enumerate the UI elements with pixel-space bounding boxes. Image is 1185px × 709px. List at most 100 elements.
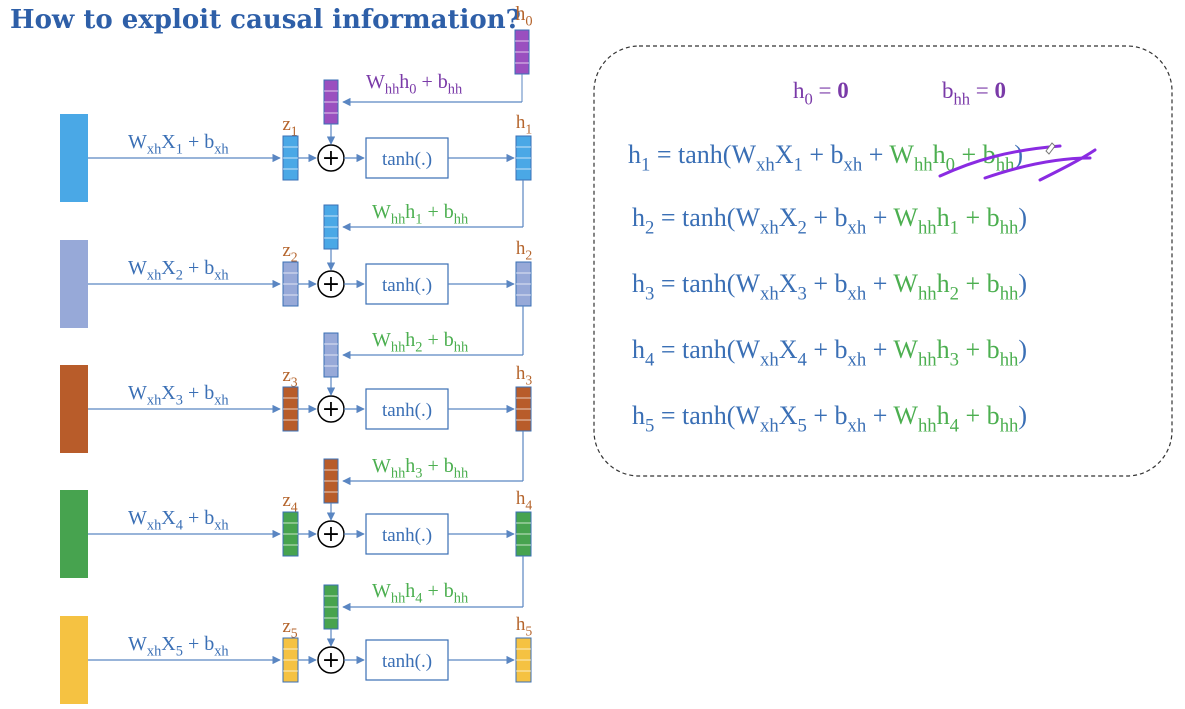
input-label-4: Wxh​X4​ + bxh​ (128, 507, 229, 534)
input-label-2: Wxh​X2​ + bxh​ (128, 257, 229, 284)
subscript: hh (1000, 415, 1019, 436)
text-run: = (813, 78, 837, 103)
feedback-label-h4: Whh​h4​ + bhh​ (372, 580, 468, 607)
h2-vector (515, 261, 532, 307)
z3-vector (282, 386, 299, 432)
tanh-label: tanh(.) (382, 275, 432, 296)
text-run: X (775, 140, 794, 169)
text-run: W (893, 401, 918, 430)
plus-icon: + (322, 272, 340, 297)
text-run: h (405, 580, 415, 602)
subscript: xh (760, 217, 779, 238)
tanh-label: tanh(.) (382, 149, 432, 170)
text-run: h (516, 363, 526, 384)
text-run: b (942, 78, 954, 103)
subscript: xh (214, 268, 228, 284)
subscript: 5 (291, 625, 298, 640)
subscript: hh (918, 415, 937, 436)
h0-vector (514, 29, 530, 75)
subscript: 1 (415, 212, 422, 228)
subscript: 3 (176, 393, 183, 409)
z4-vector (282, 511, 299, 557)
text-run: W (372, 201, 391, 223)
unrolled-rnn: h0​Whh​h0​ + bhh​Wxh​X1​ + bxh​z1​+tanh(… (60, 3, 533, 704)
subscript: 3 (291, 374, 298, 389)
text-run: W (128, 507, 147, 529)
h4-label: h4​ (516, 488, 533, 512)
subscript: hh (385, 82, 399, 98)
plus-icon: + (322, 146, 340, 171)
subscript: 4 (797, 349, 807, 370)
text-run: z (282, 365, 290, 386)
subscript: 2 (950, 283, 959, 304)
subscript: 1 (525, 121, 532, 136)
subscript: hh (918, 283, 937, 304)
subscript: 3 (525, 372, 532, 387)
text-run: h (793, 78, 805, 103)
text-run: X (779, 335, 798, 364)
h4-vector (515, 511, 532, 557)
text-run: + b (183, 507, 214, 529)
text-run: h (937, 269, 950, 298)
subscript: hh (918, 217, 937, 238)
tanh-box (365, 639, 449, 681)
text-run: + b (959, 401, 1000, 430)
plus-icon: + (322, 397, 340, 422)
strike-mark (1038, 148, 1097, 182)
text-run: W (366, 71, 385, 93)
text-run: + b (422, 580, 453, 602)
text-run: + b (807, 335, 848, 364)
tanh-box (365, 388, 449, 430)
subscript: xh (147, 518, 161, 534)
text-run: X (779, 269, 798, 298)
text-run: W (372, 329, 391, 351)
text-run: h (632, 335, 645, 364)
equation-h5: h5​ = tanh(Wxh​X5​ + bxh​ + Whh​h4​ + bh… (632, 401, 1027, 436)
equation-h3: h3​ = tanh(Wxh​X3​ + bxh​ + Whh​h2​ + bh… (632, 269, 1027, 304)
text-run: + b (959, 269, 1000, 298)
z5-label: z5​ (282, 616, 297, 640)
text-run: h (937, 401, 950, 430)
text-run: W (372, 455, 391, 477)
subscript: 3 (645, 283, 654, 304)
subscript: 2 (415, 340, 422, 356)
subscript: 1 (291, 123, 298, 138)
subscript: 4 (645, 349, 655, 370)
input-label-1: Wxh​X1​ + bxh​ (128, 131, 229, 158)
text-run: + (866, 401, 893, 430)
text-run: + (866, 269, 893, 298)
subscript: hh (454, 212, 468, 228)
init-h0: h0​ = 0 (793, 78, 849, 108)
text-run: z (282, 240, 290, 261)
text-run: + (866, 203, 893, 232)
text-run: = tanh(W (650, 140, 756, 169)
text-run: h (516, 238, 526, 259)
feedback-vector-5 (323, 584, 339, 630)
subscript: xh (848, 283, 867, 304)
text-run: + b (807, 401, 848, 430)
z1-label: z1​ (282, 114, 297, 138)
text-run: = (970, 78, 994, 103)
text-run: W (128, 131, 147, 153)
time-step-3: Wxh​X3​ + bxh​z3​+tanh(.)h3​Whh​h3​ + bh… (60, 363, 532, 504)
pen-cursor-icon (1045, 142, 1056, 155)
text-run: + b (183, 382, 214, 404)
text-run: h (516, 112, 526, 133)
input-x5-block (60, 616, 88, 704)
subscript: hh (918, 349, 937, 370)
subscript: 5 (797, 415, 806, 436)
text-run: + (866, 335, 893, 364)
subscript: 2 (797, 217, 806, 238)
equation-panel (593, 45, 1173, 477)
subscript: xh (848, 217, 867, 238)
subscript: xh (214, 644, 228, 660)
feedback-vector-4 (323, 458, 339, 504)
text-run: z (282, 114, 290, 135)
subscript: 3 (950, 349, 959, 370)
subscript: xh (214, 393, 228, 409)
init-bhh: bhh​ = 0 (942, 78, 1006, 108)
subscript: hh (391, 340, 405, 356)
subscript: hh (454, 466, 468, 482)
tanh-box (365, 513, 449, 555)
